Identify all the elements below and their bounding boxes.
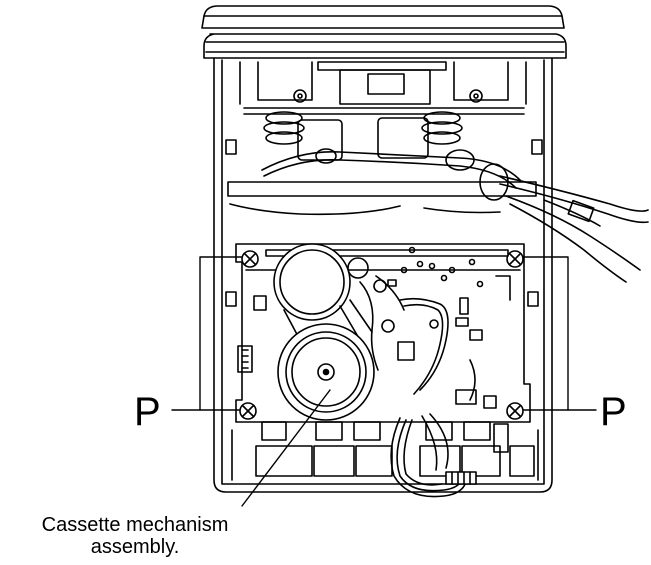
wire-harness-lower [390,413,477,498]
cassette-mechanism-caption: Cassette mechanism assembly. [0,514,270,558]
screw-label-right: P [600,390,627,434]
screw-bottom-left [239,402,257,420]
screw-bottom-right [506,402,524,420]
caption-line-1: Cassette mechanism [41,514,229,536]
screw-top-right [506,250,524,268]
leader-p-left [171,256,243,411]
caption-line-2: assembly. [90,536,180,558]
bottom-connectors [231,421,539,481]
leader-p-right [522,256,597,411]
screw-label-left: P [134,390,161,434]
screw-top-left [241,250,259,268]
cabinet-outline [213,57,553,493]
leader-lines [171,256,597,507]
upper-frame [243,61,525,115]
top-lid [201,5,567,59]
leader-cassette-mechanism [241,389,331,507]
wire-harness-upper [227,148,649,283]
cassette-mechanism-chassis [235,243,531,423]
